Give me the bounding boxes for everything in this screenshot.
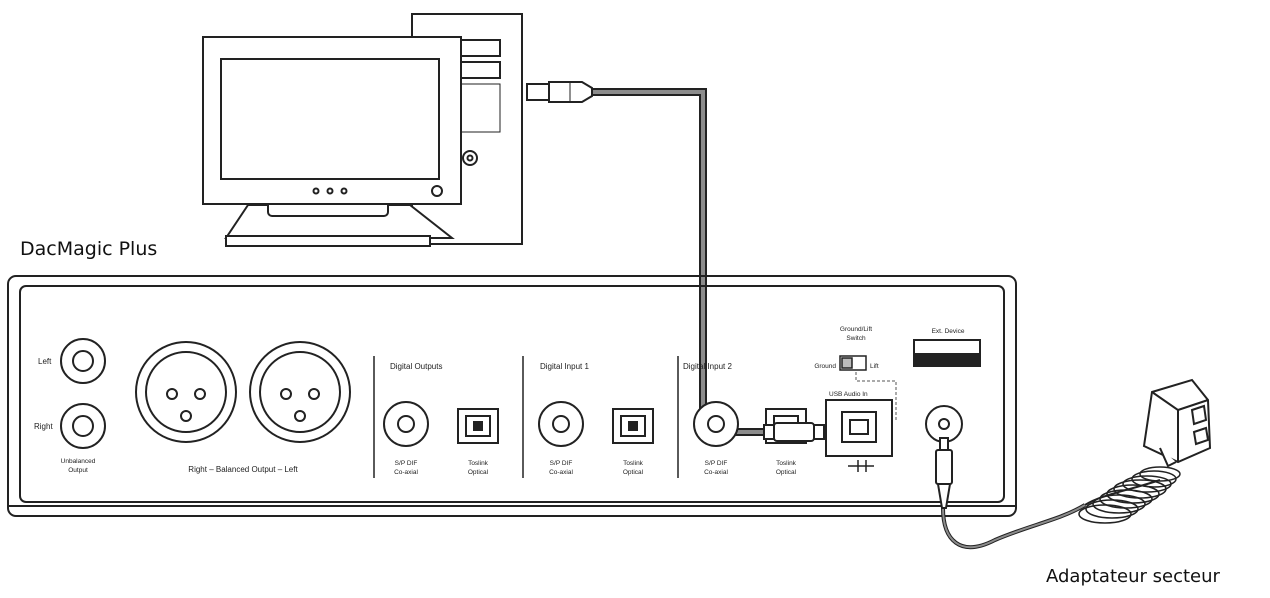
label-toslink-out-2: Optical	[468, 469, 489, 476]
ext-device-port	[913, 339, 981, 367]
label-toslink-in2-2: Optical	[776, 469, 797, 476]
label-toslink-out-1: Toslink	[468, 460, 489, 467]
label-digital-input-1: Digital Input 1	[540, 362, 589, 371]
label-spdif-in2-1: S/P DIF	[705, 460, 728, 467]
xlr-right-connector	[135, 341, 237, 443]
rca-right-jack	[60, 403, 106, 449]
label-unbalanced-1: Unbalanced	[61, 458, 96, 465]
usb-symbol-icon	[848, 460, 874, 472]
spdif-in1-jack	[538, 401, 584, 447]
toslink-out-port	[457, 408, 499, 444]
label-spdif-out-1: S/P DIF	[395, 460, 418, 467]
label-left: Left	[38, 357, 52, 366]
label-ground: Ground	[814, 363, 836, 370]
device-label: DacMagic Plus	[20, 238, 158, 260]
label-digital-outputs: Digital Outputs	[390, 362, 442, 371]
dac-rear-panel	[7, 275, 1017, 517]
section-dividers	[373, 356, 679, 478]
usb-cable	[590, 88, 808, 436]
label-spdif-in1-2: Co-axial	[549, 469, 573, 476]
rca-left-jack	[60, 338, 106, 384]
label-ground-lift-1: Ground/Lift	[840, 326, 872, 333]
usb-b-plug-icon	[763, 422, 825, 442]
label-lift: Lift	[870, 363, 879, 370]
label-spdif-in2-2: Co-axial	[704, 469, 728, 476]
label-ext-device: Ext. Device	[932, 328, 965, 335]
label-ground-lift-2: Switch	[846, 335, 866, 342]
label-right: Right	[34, 422, 53, 431]
label-spdif-in1-1: S/P DIF	[550, 460, 573, 467]
label-toslink-in1-1: Toslink	[623, 460, 644, 467]
spdif-out-jack	[383, 401, 429, 447]
label-unbalanced-2: Output	[68, 467, 88, 474]
dc-power-socket	[925, 405, 963, 443]
coiled-cord-icon	[1078, 466, 1181, 524]
monitor-icon	[202, 36, 462, 247]
ground-lift-switch	[839, 355, 867, 371]
toslink-in1-port	[612, 408, 654, 444]
label-usb-audio-in: USB Audio In	[829, 391, 868, 398]
power-adapter-icon	[1142, 378, 1212, 468]
label-balanced-output: Right – Balanced Output – Left	[188, 465, 298, 474]
usb-b-port	[825, 399, 893, 457]
spdif-in2-jack	[693, 401, 739, 447]
usb-a-plug-icon	[526, 81, 593, 103]
label-toslink-in1-2: Optical	[623, 469, 644, 476]
label-toslink-in2-1: Toslink	[776, 460, 797, 467]
adapter-label: Adaptateur secteur	[1046, 566, 1220, 587]
dc-plug-icon	[935, 437, 953, 509]
label-digital-input-2: Digital Input 2	[683, 362, 732, 371]
xlr-left-connector	[249, 341, 351, 443]
label-spdif-out-2: Co-axial	[394, 469, 418, 476]
